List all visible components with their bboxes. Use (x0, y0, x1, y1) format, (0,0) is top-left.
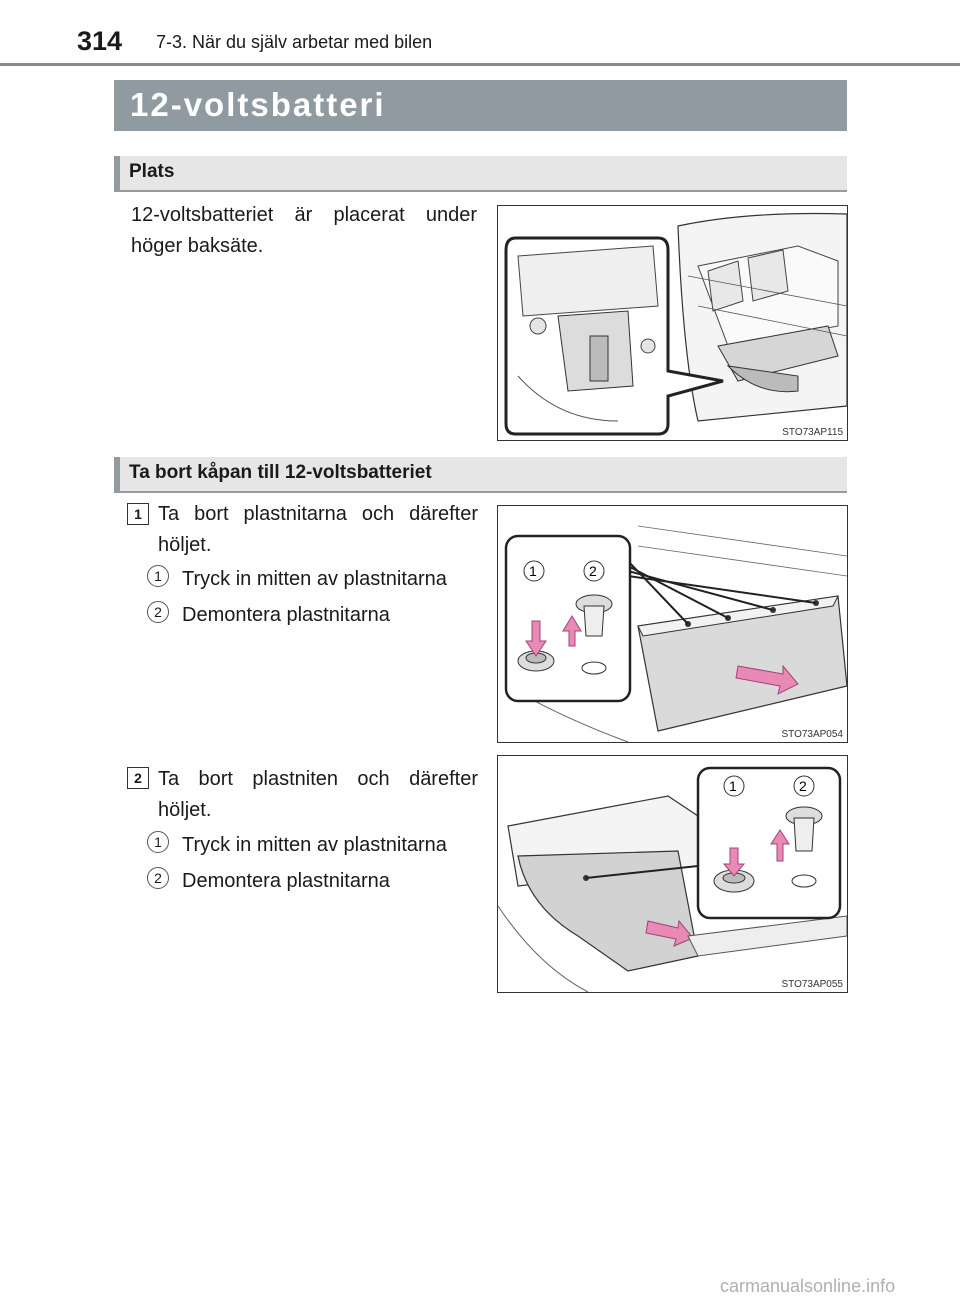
figure-code: STO73AP115 (782, 427, 843, 438)
substep-text: Tryck in mitten av plastnitarna (182, 568, 447, 590)
step-1-text: Ta bort plastnitarna och därefter höljet… (158, 503, 478, 556)
svg-text:2: 2 (589, 563, 597, 579)
figure-code: STO73AP055 (781, 979, 843, 990)
header-rule (0, 63, 960, 66)
title-bar: 12-voltsbatteri (114, 80, 847, 131)
section-heading-text: Ta bort kåpan till 12-voltsbatteriet (129, 462, 432, 483)
substep-number: 2 (147, 867, 169, 889)
page-title: 12-voltsbatteri (130, 86, 386, 123)
page-number: 314 (77, 26, 123, 56)
svg-text:1: 1 (529, 563, 537, 579)
figure-battery-location: STO73AP115 (497, 205, 848, 441)
section-heading-location: Plats (114, 156, 847, 192)
svg-text:2: 2 (799, 778, 807, 794)
substep-text: Demontera plastnitarna (182, 604, 390, 626)
substep-number: 1 (147, 565, 169, 587)
section-heading-text: Plats (129, 161, 175, 182)
figure-code: STO73AP054 (781, 729, 843, 740)
section-heading-remove-cover: Ta bort kåpan till 12-voltsbatteriet (114, 457, 847, 493)
step-2-illustration: 1 2 (498, 766, 847, 992)
substep-number: 2 (147, 601, 169, 623)
substep-number: 1 (147, 831, 169, 853)
figure-step-2: 1 2 STO73AP055 (497, 755, 848, 993)
substep-text: Tryck in mitten av plastnitarna (182, 834, 447, 856)
location-text: 12-voltsbatteriet är placerat under höge… (131, 204, 477, 257)
battery-location-illustration (504, 212, 847, 436)
figure-step-1: 1 2 STO73AP054 (497, 505, 848, 743)
step-number-2: 2 (127, 767, 149, 789)
running-head: 7-3. När du själv arbetar med bilen (156, 32, 433, 52)
substep-text: Demontera plastnitarna (182, 870, 390, 892)
watermark: carmanualsonline.info (720, 1276, 896, 1296)
step-number-1: 1 (127, 503, 149, 525)
step-1-illustration: 1 2 (504, 525, 847, 742)
step-2-text: Ta bort plastniten och därefter höljet. (158, 768, 478, 821)
svg-text:1: 1 (729, 778, 737, 794)
